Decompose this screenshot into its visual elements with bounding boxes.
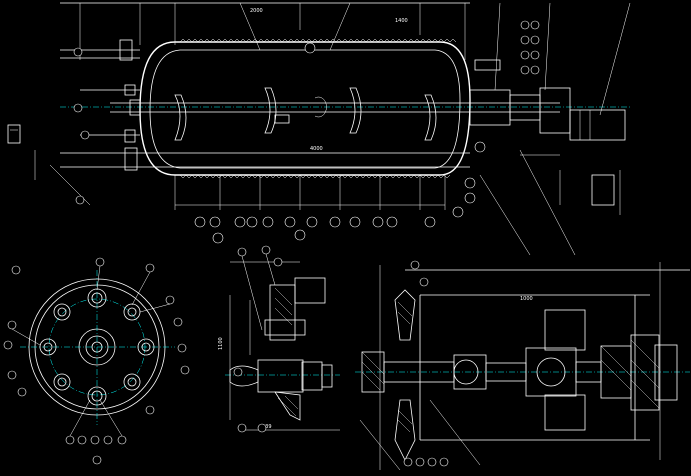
callout-balloon [530, 50, 540, 60]
nozzle [474, 59, 501, 71]
leader-line [544, 2, 551, 91]
housing-window [544, 309, 586, 351]
leader-line [69, 399, 91, 437]
upper-bushing [269, 284, 296, 341]
flange [124, 129, 136, 143]
paddle [174, 94, 187, 141]
support-detail [591, 174, 615, 206]
coupling-bolt-circle [453, 359, 479, 385]
leader-line [429, 399, 481, 466]
dimension-label: 139 [262, 424, 272, 430]
leader-line [11, 328, 41, 346]
detail-c-balloons [403, 260, 449, 467]
section-detail-b: 139 1100 [218, 245, 340, 433]
nozzle-balloons [73, 42, 486, 244]
leader-line [241, 255, 263, 331]
section-symbol [7, 124, 21, 144]
motor-stub [654, 344, 678, 401]
gearbox [469, 89, 511, 126]
end-view-balloons [3, 257, 190, 465]
paddle [424, 94, 437, 141]
end-flange [630, 334, 660, 411]
end-view-ports [39, 288, 155, 406]
lower-gland [394, 399, 416, 461]
motor [569, 109, 626, 141]
callout-balloon [530, 65, 540, 75]
leader-line [239, 2, 261, 51]
paddle [349, 87, 362, 134]
gland-flange [264, 319, 306, 336]
gear-circle [536, 357, 566, 387]
leader-line [265, 253, 276, 286]
detail-b-balloons [233, 245, 283, 433]
dimension-label: 1000 [520, 296, 533, 302]
key-fitting [229, 365, 259, 387]
callout-balloon [530, 35, 540, 45]
dimension-label: 1100 [218, 337, 224, 350]
callout-balloon [520, 20, 530, 30]
vessel-shell [139, 41, 471, 176]
end-plate [321, 364, 333, 388]
flange [129, 99, 141, 116]
leader-line [359, 419, 401, 471]
callout-balloon [530, 20, 540, 30]
flange-cover [294, 277, 326, 304]
paddle-arc [314, 96, 327, 118]
leader-line [329, 2, 351, 51]
shaft-coupling [274, 114, 290, 124]
paddle [264, 87, 277, 134]
leader-line [479, 174, 531, 256]
bottom-fin-serration [179, 174, 451, 179]
housing-window [544, 394, 586, 431]
upper-gland [394, 289, 416, 341]
callout-balloon [520, 50, 530, 60]
leader-line [599, 2, 631, 116]
hub-cap [301, 361, 323, 391]
coupling-housing [509, 94, 541, 121]
flange [119, 39, 133, 61]
dimension-label: 4000 [310, 146, 323, 152]
leader-line [99, 399, 123, 437]
lower-support [274, 391, 301, 421]
leader-line [139, 303, 171, 313]
end-view-detail [3, 257, 190, 465]
flange [124, 84, 136, 96]
dimension-label: 1400 [395, 18, 408, 24]
callout-balloon [520, 65, 530, 75]
shaft-hub [257, 359, 304, 393]
section-detail-c: 1000 [355, 260, 690, 471]
callout-balloon [520, 35, 530, 45]
leader-line [494, 2, 501, 91]
flange [124, 147, 138, 171]
dimension-label: 2000 [250, 8, 263, 14]
top-fin-serration [179, 38, 457, 43]
bearing-housing [539, 87, 571, 134]
main-vessel-view: 2000 1400 4000 [7, 2, 631, 256]
leader-line [96, 265, 101, 291]
leader-line [519, 149, 576, 256]
vessel-inner-wall [149, 49, 461, 169]
leader-line [131, 271, 151, 306]
